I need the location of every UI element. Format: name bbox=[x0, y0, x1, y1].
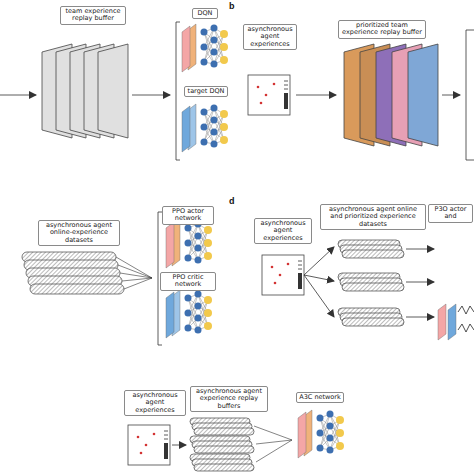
box-label: P3O actor and bbox=[431, 206, 470, 221]
text-box: A3C network bbox=[296, 392, 344, 403]
p3o-network-icon bbox=[438, 304, 474, 340]
text-box: asynchronous agent experience replay buf… bbox=[190, 386, 268, 412]
environment-grid bbox=[262, 255, 304, 295]
box-label: team experience replay buffer bbox=[63, 8, 123, 23]
box-label: PPO actor network bbox=[165, 208, 211, 223]
text-box: PPO critic network bbox=[160, 272, 216, 291]
text-box: asynchronous agent experiences bbox=[243, 24, 297, 50]
panel-d bbox=[262, 240, 474, 340]
bracket bbox=[466, 30, 474, 160]
box-label: asynchronous agent online-experience dat… bbox=[41, 222, 117, 244]
environment-grid bbox=[128, 425, 170, 465]
flow-arrow bbox=[304, 275, 334, 281]
text-box: target DQN bbox=[184, 86, 228, 97]
bracket bbox=[176, 22, 180, 160]
replay-buffer-stack bbox=[42, 44, 128, 138]
text-box: asynchronous agent experiences bbox=[124, 390, 186, 416]
dataset-stack bbox=[338, 240, 404, 326]
environment-grid bbox=[248, 75, 290, 115]
box-label: asynchronous agent experience replay buf… bbox=[193, 388, 265, 410]
flow-arrow bbox=[0, 95, 36, 96]
replay-buffer-stacks bbox=[190, 418, 254, 471]
flow-arrow bbox=[304, 275, 334, 317]
network-icon bbox=[182, 24, 228, 72]
text-box: DQN bbox=[192, 8, 218, 19]
flow-arrow bbox=[406, 282, 434, 283]
flow-arrow bbox=[304, 247, 334, 275]
box-label: asynchronous agent experiences bbox=[246, 26, 294, 48]
text-box: asynchronous agent online and prioritize… bbox=[320, 204, 426, 230]
flow-arrow bbox=[406, 317, 434, 318]
box-label: target DQN bbox=[187, 88, 225, 95]
prioritized-buffer-stack bbox=[344, 44, 438, 146]
text-box: asynchronous agent experiences bbox=[254, 218, 312, 244]
flow-arrow bbox=[296, 95, 336, 96]
text-box: asynchronous agent online-experience dat… bbox=[38, 220, 120, 246]
network-icon bbox=[298, 410, 344, 458]
box-label: PPO critic network bbox=[163, 274, 213, 289]
flow-arrow bbox=[442, 95, 460, 96]
flow-arrow bbox=[172, 445, 186, 446]
network-icon bbox=[166, 220, 212, 268]
box-label: A3C network bbox=[299, 394, 341, 401]
panel-a bbox=[0, 22, 228, 160]
panel-e bbox=[128, 410, 344, 471]
panel-letter: d bbox=[229, 196, 235, 206]
text-box: P3O actor and bbox=[428, 204, 473, 223]
flow-arrow bbox=[132, 95, 170, 96]
dataset-stack bbox=[22, 252, 124, 294]
merge-lines bbox=[254, 426, 292, 462]
box-label: asynchronous agent experiences bbox=[257, 220, 309, 242]
merge-lines bbox=[116, 257, 152, 289]
box-label: asynchronous agent online and prioritize… bbox=[323, 206, 423, 228]
text-box: PPO actor network bbox=[162, 206, 214, 225]
box-label: DQN bbox=[195, 10, 215, 17]
text-box: team experience replay buffer bbox=[60, 6, 126, 25]
box-label: asynchronous agent experiences bbox=[127, 392, 183, 414]
network-icon bbox=[166, 290, 212, 338]
panel-c bbox=[22, 212, 212, 345]
text-box: prioritized team experience replay buffe… bbox=[338, 20, 426, 39]
box-label: prioritized team experience replay buffe… bbox=[341, 22, 423, 37]
flow-arrow bbox=[406, 249, 434, 250]
network-icon bbox=[182, 104, 228, 152]
panel-letter: b bbox=[229, 1, 235, 11]
